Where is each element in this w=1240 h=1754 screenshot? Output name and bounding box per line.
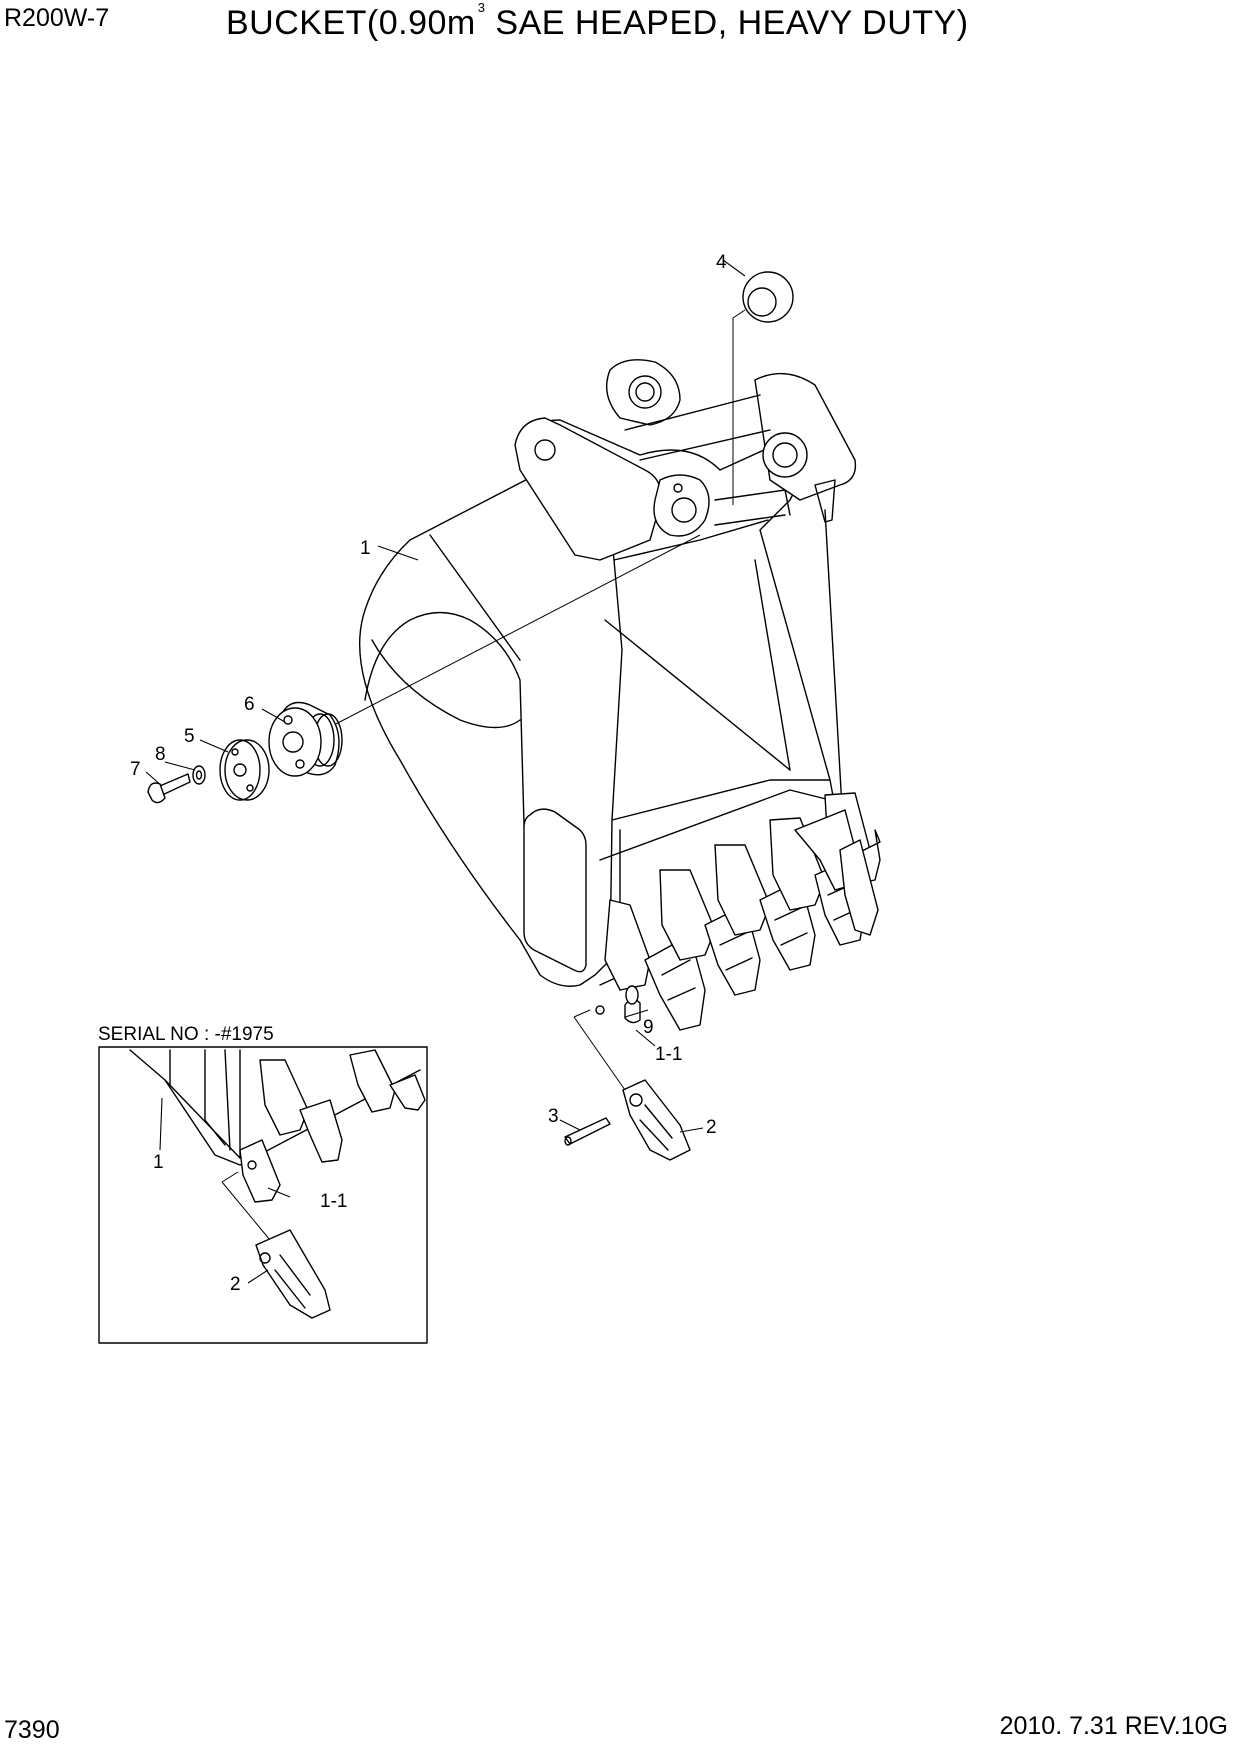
callout-3: 3 (548, 1106, 559, 1127)
serial-inset: SERIAL NO : -#1975 1 1-1 2 (98, 1024, 428, 1344)
callout-6: 6 (244, 694, 255, 715)
assembly-centerline (329, 534, 701, 728)
tooth-group-6 (794, 809, 879, 936)
teeth-row (595, 789, 881, 1031)
callout-leaders (145, 259, 746, 1133)
part-5-plate (219, 739, 270, 801)
page-number: 7390 (4, 1716, 60, 1744)
part-6-boss (268, 701, 343, 777)
callout-2: 2 (706, 1117, 717, 1138)
part-9-retainer (625, 985, 639, 1005)
title-rest: SAE HEAPED, HEAVY DUTY) (485, 4, 969, 42)
callout-8: 8 (155, 744, 166, 765)
inset-callout-1: 1 (153, 1152, 164, 1173)
revision-date: 2010. 7.31 REV.10G (999, 1712, 1228, 1740)
serial-number-label: SERIAL NO : -#1975 (98, 1024, 274, 1045)
part-4-bushing (732, 271, 794, 505)
callout-5: 5 (184, 726, 195, 747)
tooth-group-1 (604, 899, 706, 1031)
part-3-pin (564, 1117, 611, 1146)
part-2-tooth-exploded (573, 1009, 691, 1161)
inset-callout-2: 2 (230, 1274, 241, 1295)
model-name: R200W-7 (4, 4, 110, 32)
callout-1: 1 (360, 538, 371, 559)
inset-frame (98, 1046, 428, 1344)
part-8-washer (192, 765, 206, 785)
part-7-bolt (147, 773, 191, 804)
title-main: BUCKET(0.90m (226, 4, 476, 42)
callout-9: 9 (643, 1017, 654, 1038)
bucket-body (359, 359, 857, 991)
callout-7: 7 (130, 759, 141, 780)
title-superscript: 3 (477, 0, 486, 15)
callout-4: 4 (716, 252, 727, 273)
callout-1-1: 1-1 (655, 1044, 682, 1065)
inset-callout-1-1: 1-1 (320, 1191, 347, 1212)
